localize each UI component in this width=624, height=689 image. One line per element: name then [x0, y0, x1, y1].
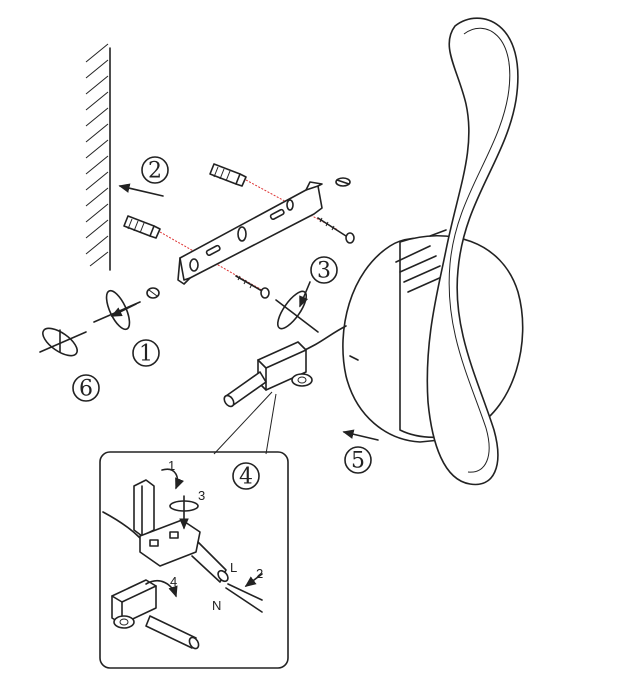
inset-label-3: 3 — [198, 488, 205, 503]
screw-small-left — [146, 287, 160, 299]
inset-label-wire-l: L — [230, 560, 237, 575]
screw-long-lower — [235, 275, 270, 299]
arrow-step5 — [342, 429, 379, 441]
inset-label-2: 2 — [256, 566, 263, 581]
washer-step6 — [39, 327, 87, 357]
terminal-connector — [223, 325, 347, 408]
inset-label-4: 4 — [170, 574, 177, 589]
wall — [85, 43, 111, 271]
lamp-body — [342, 17, 524, 486]
washer-step3 — [275, 281, 319, 333]
step-number-3: 3 — [317, 259, 331, 284]
arrow-to-wall — [118, 183, 164, 197]
inset-label-wire-n: N — [212, 598, 221, 613]
step-number-2: 2 — [148, 159, 162, 184]
step-marker-2: 2 — [141, 156, 169, 184]
step-number-1: 1 — [139, 342, 153, 367]
step-number-4: 4 — [239, 465, 253, 490]
washer-step1 — [93, 289, 141, 331]
inset-label-1: 1 — [168, 458, 175, 473]
step-marker-3: 3 — [310, 256, 338, 284]
step-number-5: 5 — [351, 449, 365, 474]
mounting-bracket — [177, 181, 323, 285]
step-marker-6: 6 — [72, 374, 100, 402]
screw-long-upper — [317, 217, 355, 244]
step-number-6: 6 — [79, 377, 93, 402]
screw-top-right — [335, 177, 351, 187]
wiring-detail-inset: 1 3 L 2 N 4 — [99, 451, 289, 669]
step-marker-4: 4 — [232, 462, 260, 490]
inset-leader-lines — [213, 391, 277, 455]
step-marker-5: 5 — [344, 446, 372, 474]
wall-plug-top — [209, 163, 247, 187]
wall-plug-bottom — [123, 215, 161, 239]
step-marker-1: 1 — [132, 339, 160, 367]
